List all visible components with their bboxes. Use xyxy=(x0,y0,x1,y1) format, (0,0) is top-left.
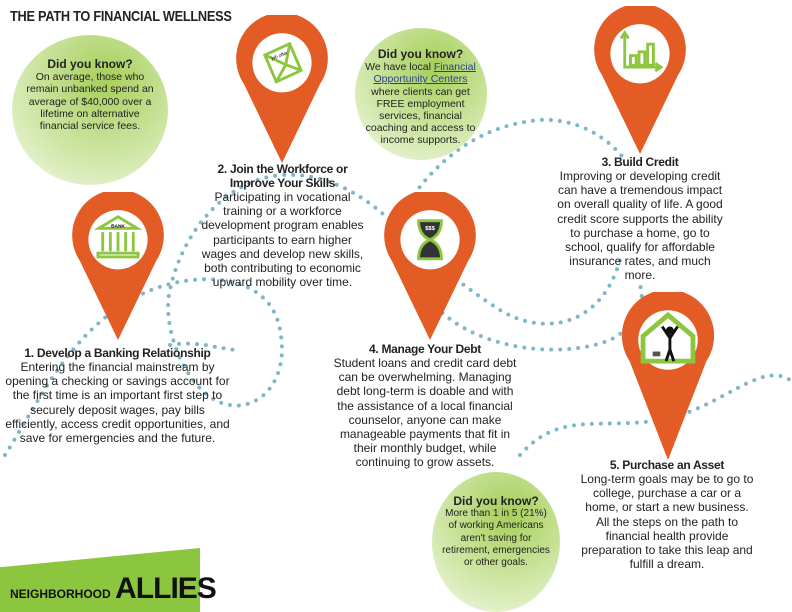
step-title: 3. Build Credit xyxy=(601,155,679,169)
did-you-know-text-3: Did you know? More than 1 in 5 (21%) of … xyxy=(440,495,552,569)
logo-part-2: ALLIES xyxy=(115,572,217,605)
step-title: 4. Manage Your Debt xyxy=(369,342,481,356)
did-you-know-heading: Did you know? xyxy=(453,494,539,508)
job-offer-icon-label: job offer xyxy=(270,50,289,62)
bar-chart-icon xyxy=(619,30,664,73)
house-person-icon xyxy=(640,311,696,364)
pin-step-2: job offer xyxy=(236,15,328,163)
pin-step-5 xyxy=(621,292,715,460)
step-body: Entering the financial mainstream by ope… xyxy=(5,360,230,446)
step-3: 3. Build Credit Improving or developing … xyxy=(555,155,725,283)
did-you-know-text-1: Did you know? On average, those who rema… xyxy=(20,58,160,132)
bank-icon xyxy=(93,215,143,259)
did-you-know-bubble-3 xyxy=(432,472,560,612)
did-you-know-text-2: Did you know? We have local Financial Op… xyxy=(358,48,483,147)
step-2: 2. Join the Workforce or Improve Your Sk… xyxy=(195,162,370,289)
step-body: Long-term goals may be to go to college,… xyxy=(580,472,754,572)
did-you-know-heading: Did you know? xyxy=(47,57,133,71)
logo-part-1: NEIGHBORHOOD xyxy=(10,587,111,601)
did-you-know-bubble-2 xyxy=(355,28,487,160)
step-4: 4. Manage Your Debt Student loans and cr… xyxy=(330,342,520,470)
step-body: Student loans and credit card debt can b… xyxy=(333,356,517,470)
did-you-know-heading: Did you know? xyxy=(377,47,464,61)
step-title: 1. Develop a Banking Relationship xyxy=(24,346,211,360)
did-you-know-body: where clients can get FREE employment se… xyxy=(365,85,476,147)
job-offer-envelope-icon xyxy=(262,41,303,84)
financial-opportunity-centers-link[interactable]: Financial Opportunity Centers xyxy=(373,61,476,86)
hourglass-money-icon xyxy=(417,219,443,261)
did-you-know-bubble-1 xyxy=(12,35,168,185)
step-5: 5. Purchase an Asset Long-term goals may… xyxy=(578,458,756,571)
did-you-know-body: More than 1 in 5 (21%) of working Americ… xyxy=(442,508,550,569)
step-title: 2. Join the Workforce or Improve Your Sk… xyxy=(217,162,348,190)
did-you-know-body: We have local xyxy=(365,61,434,74)
pin-step-1: BANK xyxy=(72,192,164,340)
step-body: Improving or developing credit can have … xyxy=(557,169,723,283)
neighborhood-allies-logo: NEIGHBORHOOD ALLIES xyxy=(10,572,217,606)
step-title: 5. Purchase an Asset xyxy=(609,458,725,472)
bank-icon-label: BANK xyxy=(111,223,125,229)
page-title: THE PATH TO FINANCIAL WELLNESS xyxy=(10,8,232,25)
step-body: Participating in vocational training or … xyxy=(201,190,364,290)
step-1: 1. Develop a Banking Relationship Enteri… xyxy=(5,346,230,445)
pin-step-4: $$$ xyxy=(384,192,476,340)
hourglass-icon-label: $$$ xyxy=(425,226,435,232)
pin-step-3 xyxy=(594,6,686,154)
did-you-know-body: On average, those who remain unbanked sp… xyxy=(26,71,154,133)
